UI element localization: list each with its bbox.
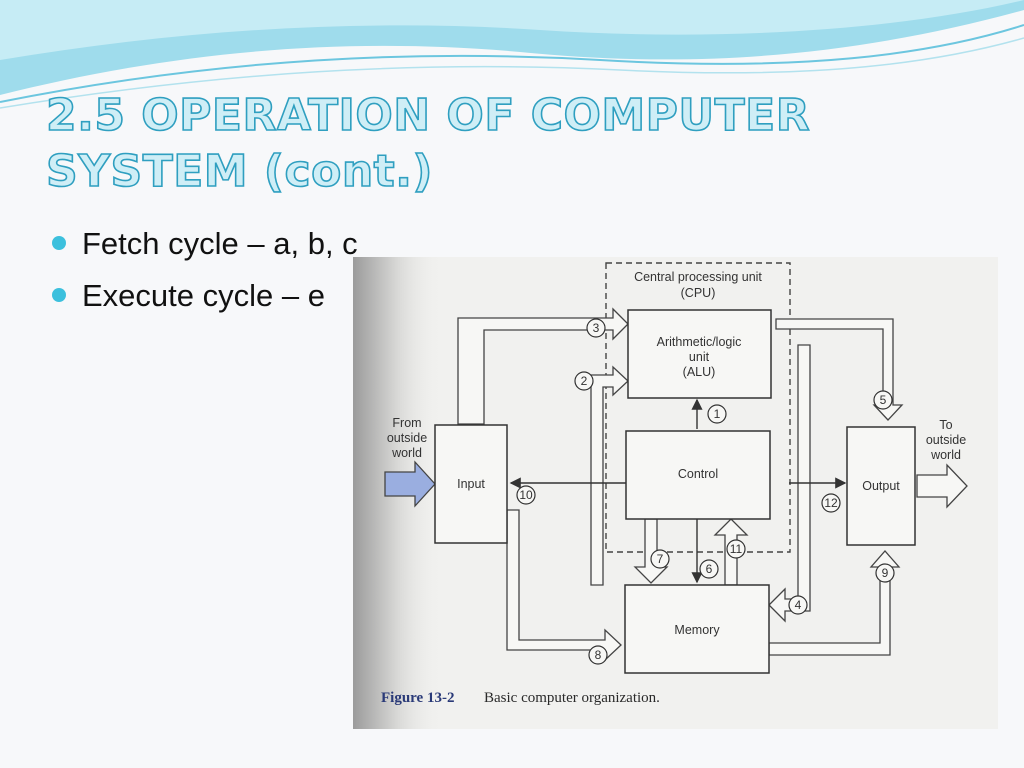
step-number-11: 11 — [730, 542, 743, 556]
path-5-alu-to-output — [775, 318, 904, 421]
alu-label-line3: (ALU) — [683, 365, 716, 379]
to-outside-label-line3: world — [930, 448, 961, 462]
step-number-3: 3 — [593, 321, 600, 335]
step-number-12: 12 — [824, 496, 838, 510]
step-number-7: 7 — [657, 552, 664, 566]
from-outside-label-line2: outside — [387, 431, 427, 445]
path-2-memory-to-alu — [590, 365, 629, 586]
from-outside-label-line1: From — [392, 416, 421, 430]
cpu-label-line1: Central processing unit — [634, 270, 762, 284]
memory-label: Memory — [674, 623, 720, 637]
output-box — [846, 426, 916, 546]
header-wave-decoration — [0, 0, 1024, 109]
bullet-dot-icon — [52, 288, 66, 302]
alu-label-line1: Arithmetic/logic — [657, 335, 742, 349]
step-circle-2 — [574, 371, 594, 391]
step-circle-3 — [586, 318, 606, 338]
control-box — [625, 430, 771, 520]
figure-caption: Basic computer organization. — [484, 690, 660, 706]
step-circle-4 — [788, 595, 808, 615]
step-circle-5 — [873, 390, 893, 410]
to-outside-label-line2: outside — [926, 433, 966, 447]
step-circle-12 — [821, 493, 841, 513]
memory-box — [624, 584, 770, 674]
cpu-boundary — [605, 262, 791, 553]
bullet-text-fetch: Fetch cycle – a, b, c — [82, 226, 358, 261]
step-number-6: 6 — [706, 562, 713, 576]
to-outside-label-line1: To — [939, 418, 952, 432]
step-circle-7 — [650, 549, 670, 569]
step-number-4: 4 — [795, 598, 802, 612]
bullet-dot-icon — [52, 236, 66, 250]
step-circle-11 — [726, 539, 746, 559]
step-circle-1 — [707, 404, 727, 424]
input-label: Input — [457, 477, 485, 491]
step-number-1: 1 — [714, 407, 721, 421]
slide-title: 2.5 OPERATION OF COMPUTER SYSTEM (cont.) — [45, 89, 811, 198]
control-label: Control — [678, 467, 718, 481]
control-lines — [509, 398, 847, 584]
figure-number: Figure 13-2 — [381, 690, 454, 706]
step-number-8: 8 — [595, 648, 602, 662]
step-number-9: 9 — [882, 566, 889, 580]
step-number-2: 2 — [581, 374, 588, 388]
input-box — [434, 424, 508, 544]
from-outside-label-line3: world — [391, 446, 422, 460]
computer-organization-figure: Central processing unit (CPU) — [353, 257, 998, 729]
output-label: Output — [862, 479, 900, 493]
bullet-item-execute: Execute cycle – e — [52, 270, 358, 322]
computer-organization-diagram: Central processing unit (CPU) — [353, 257, 968, 729]
path-9-memory-to-output — [768, 550, 901, 656]
bullet-item-fetch: Fetch cycle – a, b, c — [52, 218, 358, 270]
bullet-list: Fetch cycle – a, b, c Execute cycle – e — [52, 218, 358, 322]
bullet-text-execute: Execute cycle – e — [82, 278, 325, 313]
path-3-input-to-alu — [457, 307, 629, 425]
step-circle-10 — [516, 485, 536, 505]
step-circle-9 — [875, 563, 895, 583]
step-circle-6 — [699, 559, 719, 579]
step-number-5: 5 — [880, 393, 887, 407]
from-outside-arrow — [384, 460, 436, 508]
path-8-input-to-memory — [506, 509, 622, 662]
cpu-label-line2: (CPU) — [681, 286, 716, 300]
alu-box — [627, 309, 772, 399]
to-outside-arrow — [916, 463, 968, 509]
step-circle-8 — [588, 645, 608, 665]
alu-label-line2: unit — [689, 350, 710, 364]
step-number-10: 10 — [519, 488, 533, 502]
